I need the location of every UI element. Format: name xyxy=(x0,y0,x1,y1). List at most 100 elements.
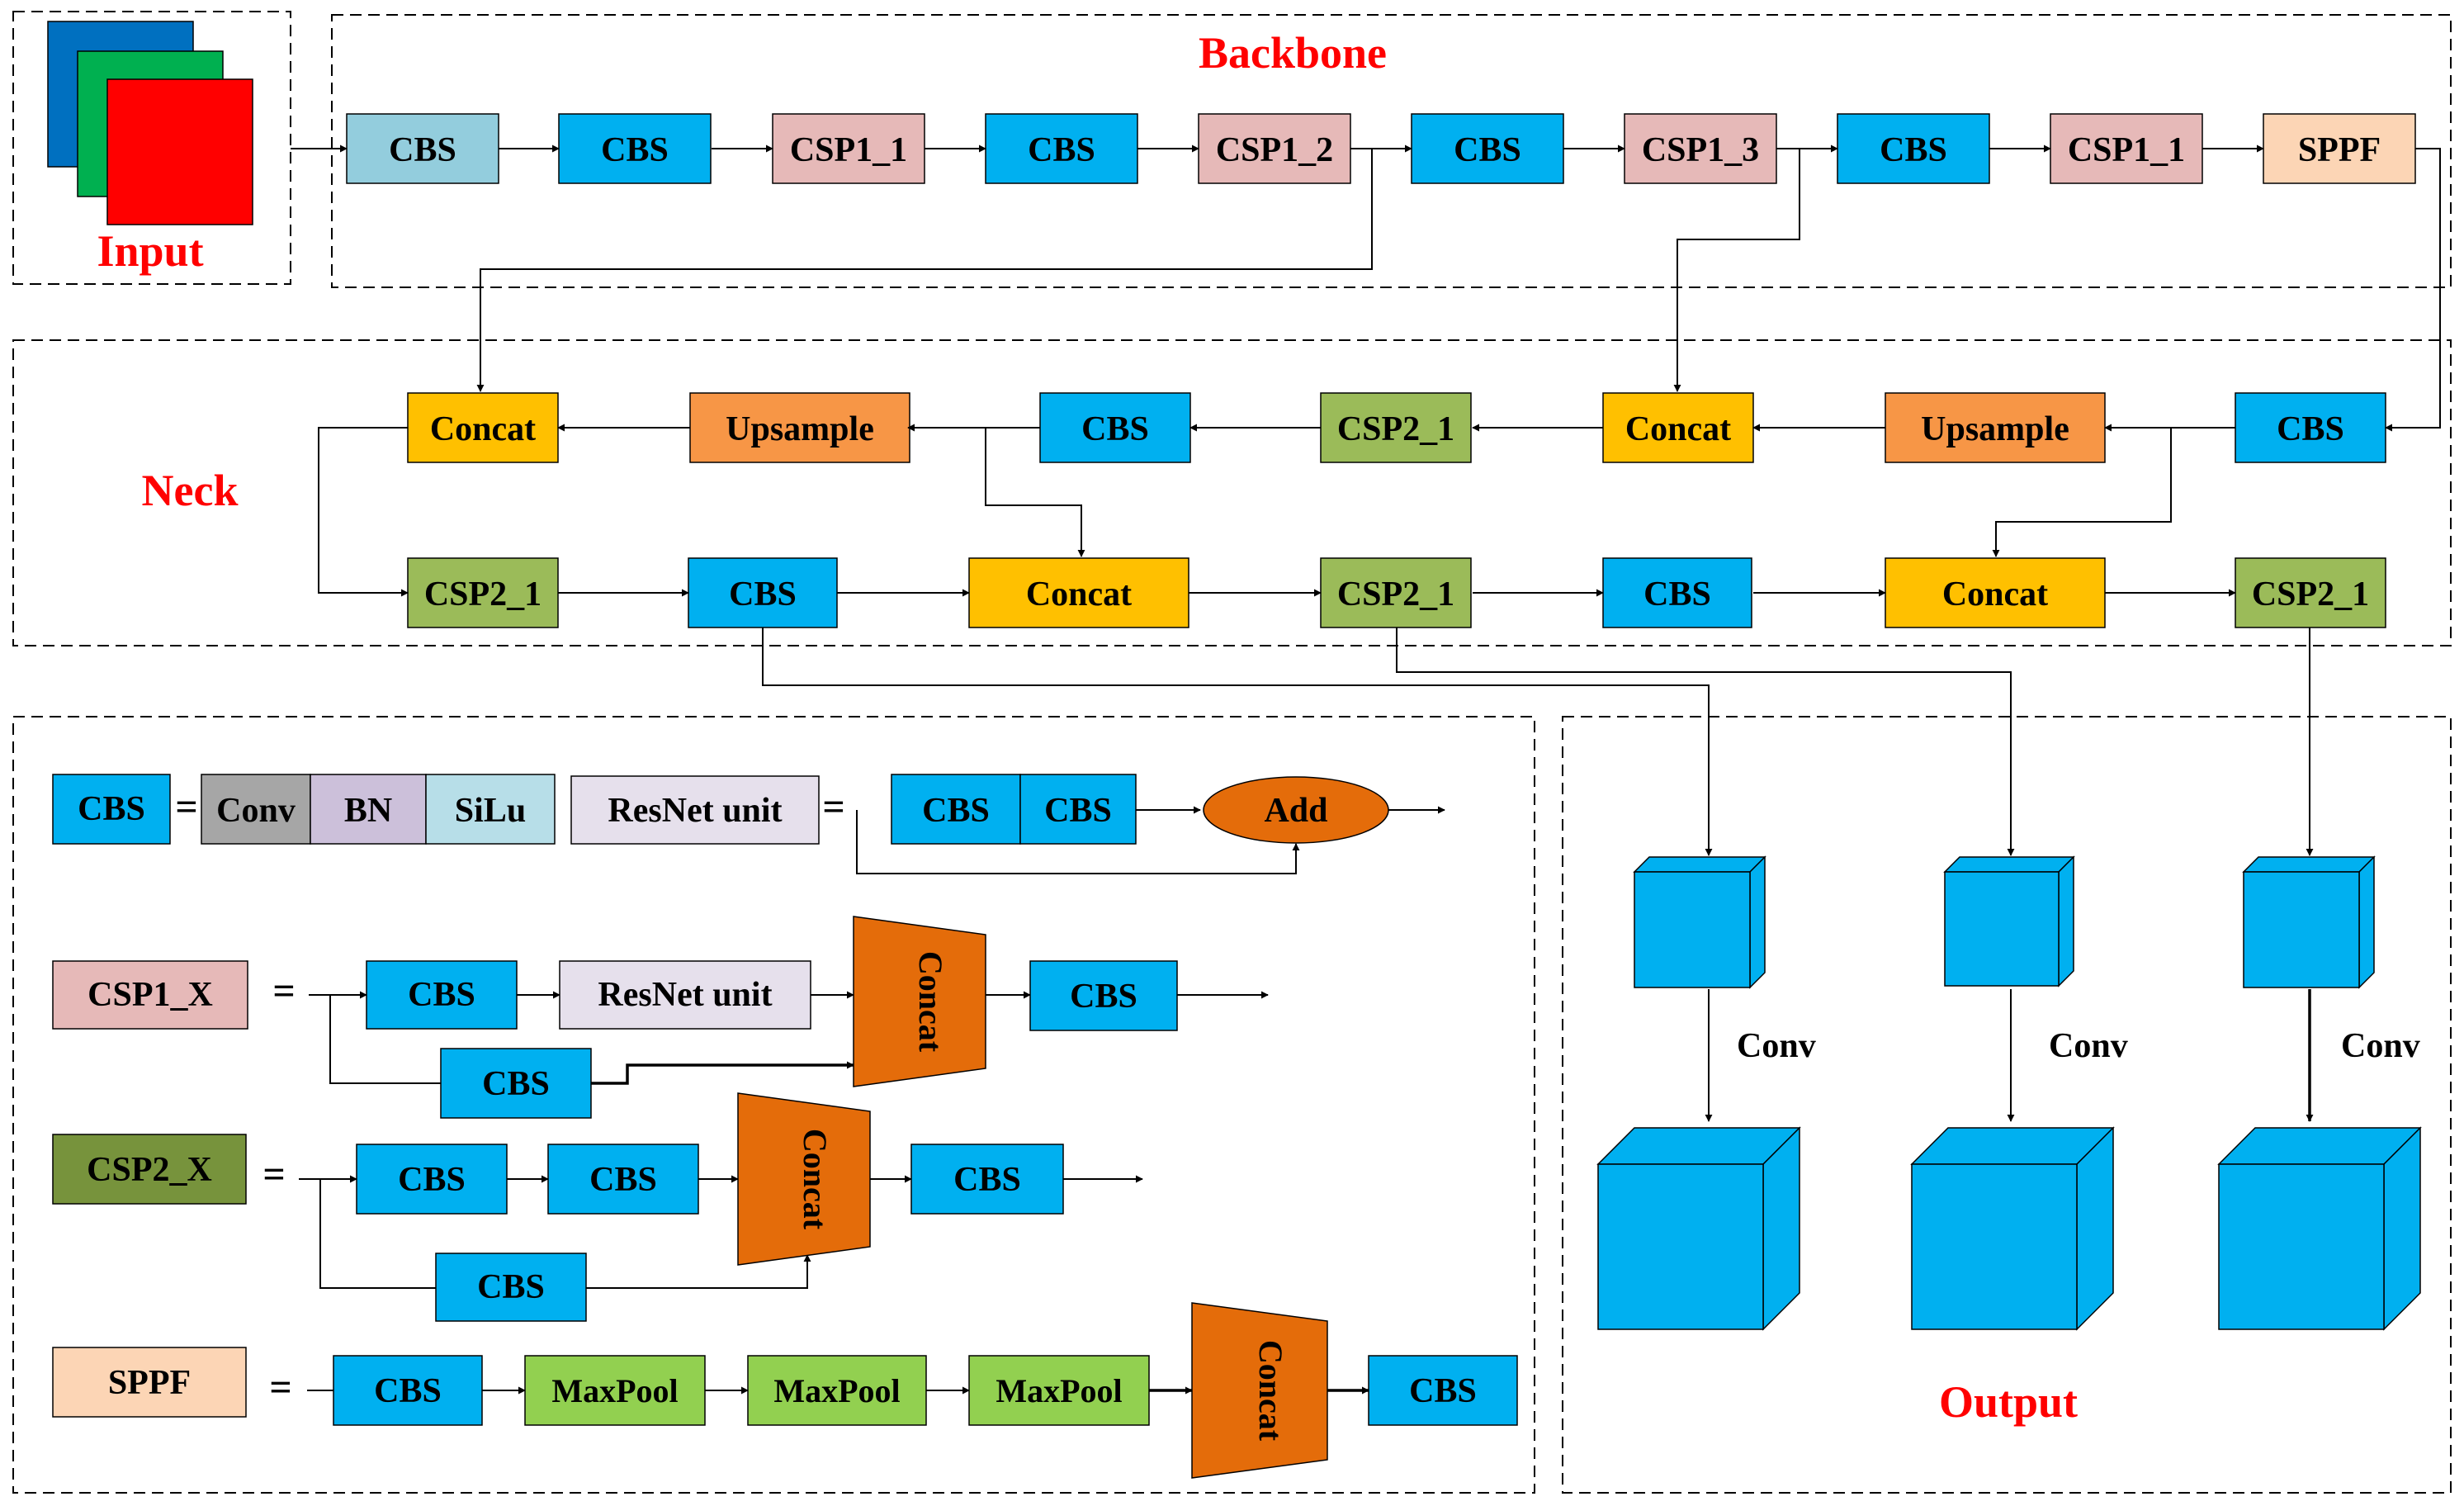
neck-bottom-block-3-label: Concat xyxy=(1026,575,1132,613)
legend-silu-label: SiLu xyxy=(455,792,526,830)
backbone-frame xyxy=(331,14,2452,288)
neck-bottom-block-2-box xyxy=(688,557,838,628)
backbone-block-4: CBS xyxy=(985,113,1138,184)
legend-cbs-box xyxy=(52,774,171,845)
legend-resnet-cbs-1 xyxy=(891,774,1021,845)
output-small-cube-1-front xyxy=(1634,871,1751,988)
neck-top-block-5: Concat xyxy=(1602,392,1754,463)
backbone-block-8-label: CBS xyxy=(1880,131,1947,169)
neck-bottom-block-7: CSP2_1 xyxy=(2235,557,2386,628)
legend-csp1-eq: = xyxy=(272,969,295,1013)
output-conv-label-2: Conv xyxy=(2049,1027,2128,1065)
backbone-row: CBS CBS CSP1_1 CBS CSP1_2 CBS CSP1_3 CBS CSP1_1 S… xyxy=(346,113,2416,184)
output-small-cube-3-top xyxy=(2242,856,2376,873)
neck-bottom-block-6: Concat xyxy=(1885,557,2106,628)
legend-csp2-cbs-c xyxy=(435,1253,587,1322)
legend-conv-box xyxy=(201,774,311,845)
legend-csp1-box xyxy=(52,960,248,1030)
neck-top-block-3-label: CBS xyxy=(1081,410,1149,448)
legend-resnet-eq: = xyxy=(822,785,844,829)
backbone-block-3-label: CSP1_1 xyxy=(790,131,907,169)
backbone-block-6-box xyxy=(1411,113,1564,184)
neck-top-block-7-box xyxy=(2235,392,2386,463)
neck-top-block-7-label: CBS xyxy=(2277,410,2344,448)
legend-sppf-cbs xyxy=(333,1355,483,1426)
output-large-cube-2-front xyxy=(1911,1163,2078,1330)
backbone-block-5-box xyxy=(1198,113,1351,184)
neck-title: Neck xyxy=(142,466,239,515)
legend-csp1-cbs-a-label: CBS xyxy=(408,976,475,1014)
output-small-cube-3 xyxy=(2242,855,2376,989)
output-small-cube-3-front xyxy=(2243,871,2360,988)
legend-sppf-cbs-out xyxy=(1368,1355,1518,1426)
legend-csp1-concat-block xyxy=(853,916,986,1087)
backbone-block-1-box xyxy=(346,113,499,184)
link-cbs-to-concat-1 xyxy=(985,428,1085,557)
legend-csp1-resnet-label: ResNet unit xyxy=(598,976,772,1014)
arrow-csp2-5 xyxy=(586,1254,811,1289)
backbone-block-10-box xyxy=(2263,113,2416,184)
neck-bottom-block-5-label: CBS xyxy=(1643,575,1711,613)
legend-maxpool-1 xyxy=(524,1355,706,1426)
legend-sppf: SPPF = CBS MaxPool MaxPool MaxPool Conca… xyxy=(52,1302,1518,1479)
backbone-block-9-box xyxy=(2050,113,2203,184)
output-small-cube-2-front xyxy=(1944,871,2060,987)
legend-bn-label: BN xyxy=(344,792,392,830)
backbone-block-5: CSP1_2 xyxy=(1198,113,1351,184)
legend-cbs-eq: = xyxy=(175,785,197,829)
legend-csp2-cbs-a xyxy=(356,1144,508,1215)
backbone-block-8: CBS xyxy=(1837,113,1990,184)
backbone-block-7: CSP1_3 xyxy=(1624,113,1777,184)
legend-csp2-cbs-a-label: CBS xyxy=(398,1161,466,1199)
legend-conv-label: Conv xyxy=(216,792,296,830)
output-large-cube-1-side xyxy=(1762,1126,1800,1331)
neck-top-block-3: CBS xyxy=(1039,392,1191,463)
arrow-csp2-4 xyxy=(319,1179,436,1289)
legend-csp2-cbs-b xyxy=(547,1144,699,1215)
neck-top-block-5-box xyxy=(1602,392,1754,463)
neck-frame xyxy=(12,339,2452,646)
legend-add-node xyxy=(1203,776,1389,844)
neck-top-block-3-box xyxy=(1039,392,1191,463)
legend-silu-box xyxy=(425,774,556,845)
neck-top-block-7: CBS xyxy=(2235,392,2386,463)
backbone-block-7-label: CSP1_3 xyxy=(1642,131,1759,169)
arrow-csp1-5 xyxy=(591,1061,854,1085)
input-frame xyxy=(12,11,291,285)
neck-top-block-4: CSP2_1 xyxy=(1320,392,1472,463)
backbone-block-1-label: CBS xyxy=(389,131,456,169)
neck-bottom-block-5: CBS xyxy=(1602,557,1752,628)
backbone-block-9-label: CSP1_1 xyxy=(2068,131,2185,169)
neck-top-block-1-label: Concat xyxy=(430,410,536,448)
backbone-block-2: CBS xyxy=(558,113,712,184)
legend-add-label: Add xyxy=(1264,792,1327,830)
legend-csp1-cbs-out-label: CBS xyxy=(1070,978,1137,1016)
output-frame xyxy=(1562,716,2452,1494)
neck-bottom-block-4-label: CSP2_1 xyxy=(1337,575,1454,613)
legend-csp2-cbs-out-label: CBS xyxy=(953,1161,1021,1199)
link-concat-to-csp2 xyxy=(318,427,409,597)
legend-csp2-cbs-b-label: CBS xyxy=(589,1161,657,1199)
neck-top-block-6-label: Upsample xyxy=(1921,410,2069,448)
legend-csp2-cbs-out xyxy=(910,1144,1064,1215)
legend-sppf-eq: = xyxy=(269,1366,291,1409)
backbone-block-10: SPPF xyxy=(2263,113,2416,184)
neck-bottom-block-6-label: Concat xyxy=(1942,575,2048,613)
input-channel-red xyxy=(106,78,253,225)
output-cubes xyxy=(1596,855,2422,1331)
legend-csp2-concat-block xyxy=(737,1092,871,1266)
backbone-block-2-box xyxy=(558,113,712,184)
legend-sppf-label: SPPF xyxy=(108,1364,191,1402)
backbone-block-6: CBS xyxy=(1411,113,1564,184)
legend-bn-box xyxy=(310,774,427,845)
output-small-cube-2-side xyxy=(2058,855,2074,987)
backbone-block-7-box xyxy=(1624,113,1777,184)
legend-sppf-box xyxy=(52,1347,247,1418)
backbone-block-5-label: CSP1_2 xyxy=(1216,131,1333,169)
legend-resnet-cbs-2 xyxy=(1019,774,1137,845)
neck-top-block-1: Concat xyxy=(407,392,559,463)
neck-top-block-6: Upsample xyxy=(1885,392,2106,463)
neck-bottom-block-2-label: CBS xyxy=(729,575,797,613)
backbone-block-3: CSP1_1 xyxy=(772,113,925,184)
